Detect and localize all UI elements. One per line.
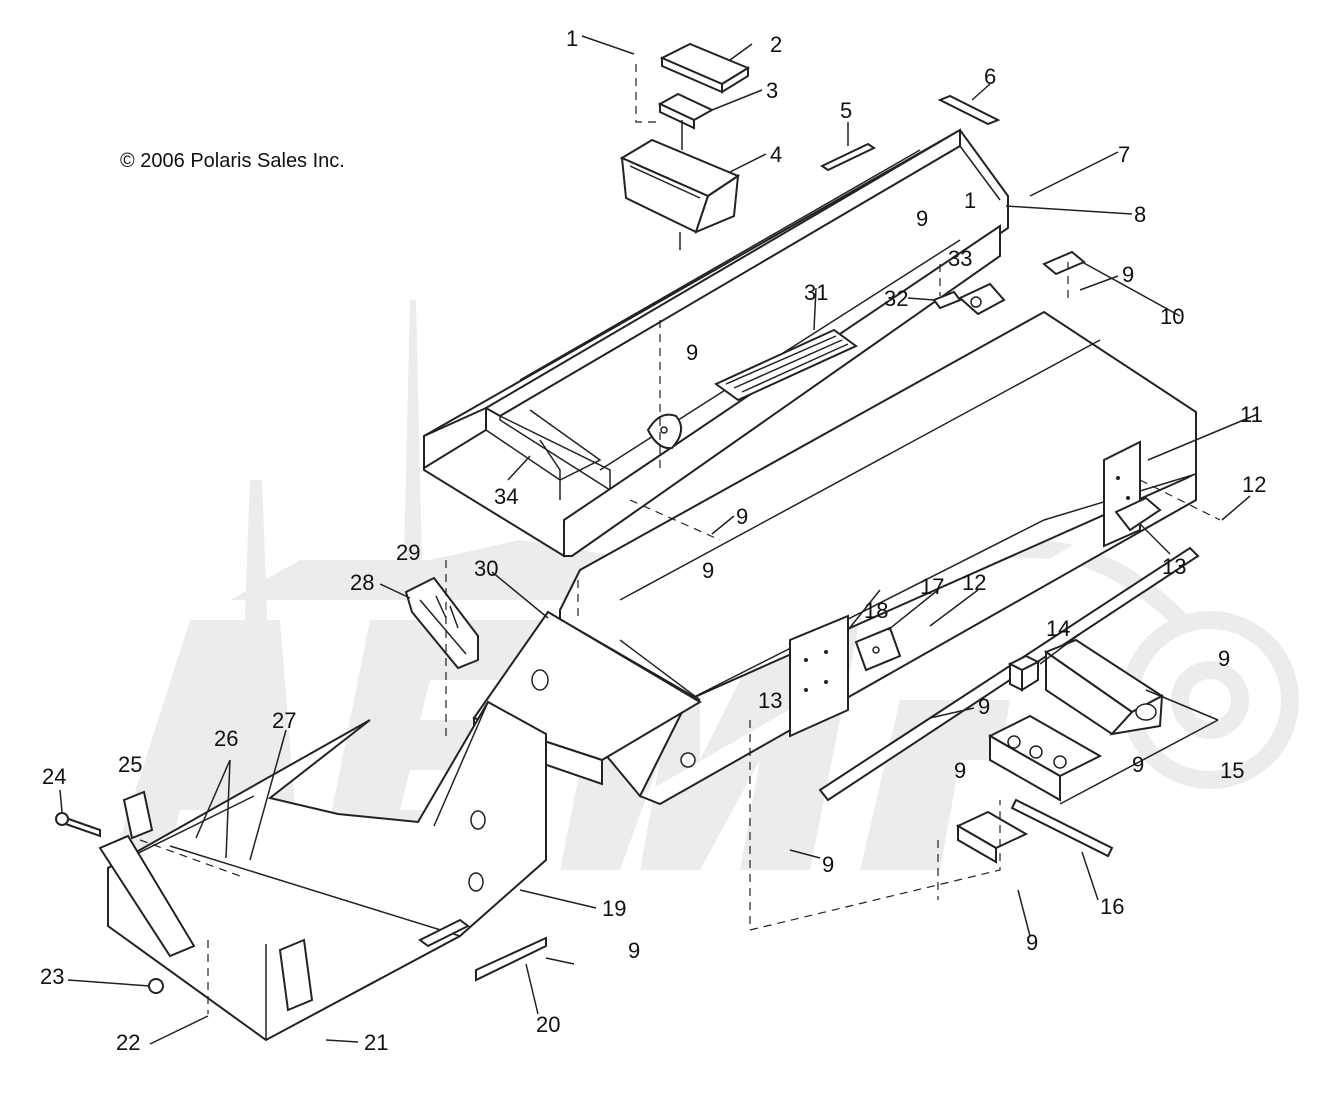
part-20-strip: [475, 936, 547, 982]
part-23-cap: [148, 978, 164, 994]
callout-9: 9: [1122, 262, 1134, 287]
callout-24: 24: [42, 764, 66, 789]
callout-16: 16: [1100, 894, 1124, 919]
callout-27: 27: [272, 708, 296, 733]
callout-5: 5: [840, 98, 852, 123]
part-4-housing: [619, 138, 741, 234]
part-28-clip: [404, 576, 479, 670]
copyright-notice: © 2006 Polaris Sales Inc.: [120, 150, 345, 172]
callout-25: 25: [118, 752, 142, 777]
callout-21: 21: [364, 1030, 388, 1055]
callout-14: 14: [1046, 616, 1070, 641]
callout-11: 11: [1240, 402, 1263, 427]
callout-29: 29: [396, 540, 420, 565]
callout-15: 15: [1220, 758, 1244, 783]
part-6-strip: [937, 94, 1001, 126]
part-31-grip-plate: [714, 328, 858, 402]
part-3-insert: [657, 92, 715, 130]
part-9-keyhole-plate: [646, 413, 683, 450]
part-11-bracket: [1103, 440, 1162, 548]
part-skid-bracket: [987, 714, 1103, 802]
part-tunnel-body: [559, 310, 1197, 806]
callout-19: 19: [602, 896, 626, 921]
callout-12: 12: [1242, 472, 1266, 497]
callout-13: 13: [758, 688, 782, 713]
callout-1: 1: [964, 188, 976, 213]
callout-26: 26: [214, 726, 238, 751]
callout-34: 34: [494, 484, 518, 509]
part-25-bracket: [55, 790, 154, 840]
callout-17: 17: [920, 574, 944, 599]
callout-2: 2: [770, 32, 782, 57]
callout-9: 9: [1218, 646, 1230, 671]
callout-22: 22: [116, 1030, 140, 1055]
part-17-plate: [854, 626, 902, 672]
part-2-pad: [659, 42, 751, 94]
callout-9: 9: [702, 558, 714, 583]
part-5-strip: [819, 142, 877, 172]
callout-9: 9: [916, 206, 928, 231]
callout-labels: 1 2 3 4 5 6 7 1 8 9 33 9 32 31 10 9 11 3…: [40, 26, 1266, 1055]
callout-9: 9: [628, 938, 640, 963]
callout-30: 30: [474, 556, 498, 581]
callout-1: 1: [566, 26, 578, 51]
callout-28: 28: [350, 570, 374, 595]
callout-33: 33: [948, 246, 972, 271]
callout-9: 9: [822, 852, 834, 877]
callout-12: 12: [962, 570, 986, 595]
part-lower-mount: [955, 810, 1029, 864]
part-33-bracket: [932, 282, 1006, 316]
callout-7: 7: [1118, 142, 1130, 167]
callout-31: 31: [804, 280, 828, 305]
callout-9: 9: [1026, 930, 1038, 955]
callout-3: 3: [766, 78, 778, 103]
callout-10: 10: [1160, 304, 1184, 329]
part-18-plate: [789, 614, 849, 738]
part-8-rack-frame: [423, 128, 1009, 558]
callout-9: 9: [1132, 752, 1144, 777]
part-19-front-skid: [98, 700, 547, 1042]
part-10-slot: [1042, 250, 1086, 276]
callout-6: 6: [984, 64, 996, 89]
callout-4: 4: [770, 142, 782, 167]
part-15-cover: [1043, 638, 1164, 736]
callout-8: 8: [1134, 202, 1146, 227]
callout-9: 9: [954, 758, 966, 783]
callout-9: 9: [736, 504, 748, 529]
callout-18: 18: [864, 598, 888, 623]
callout-20: 20: [536, 1012, 560, 1037]
callout-9: 9: [978, 694, 990, 719]
callout-13: 13: [1162, 554, 1186, 579]
callout-9: 9: [686, 340, 698, 365]
callout-23: 23: [40, 964, 64, 989]
watermark-logo: [110, 300, 1299, 870]
callout-32: 32: [884, 286, 908, 311]
part-14-block: [1007, 654, 1041, 692]
